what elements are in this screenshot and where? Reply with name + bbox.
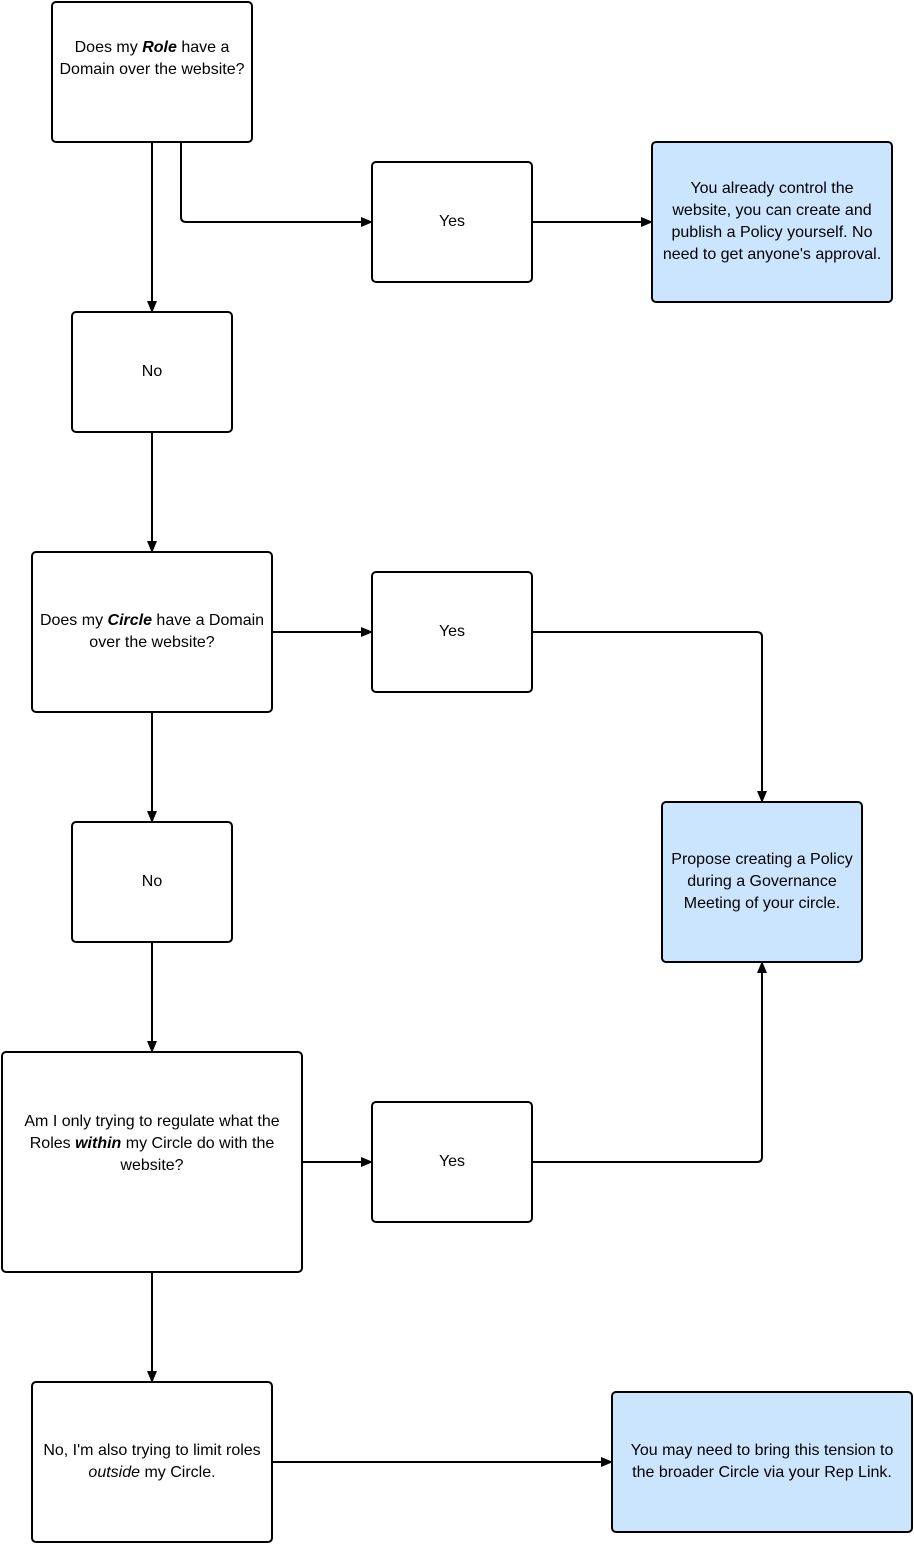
arrow-yes2-to-r2 [532,631,767,803]
answer-yes-circle: Yes [371,571,533,693]
answer-no-circle: No [71,821,233,943]
answer-no-role: No [71,311,233,433]
answer-limit-outside: No, I'm also trying to limit roles outsi… [31,1381,273,1543]
question-circle-domain: Does my Circle have a Domain over the we… [31,551,273,713]
result-broader-circle: You may need to bring this tension to th… [611,1391,913,1533]
answer-yes-role: Yes [371,161,533,283]
result-propose-policy: Propose creating a Policy during a Gover… [661,801,863,963]
question-regulate-within: Am I only trying to regulate what the Ro… [1,1051,303,1273]
question-role-domain: Does my Role have a Domain over the webs… [51,1,253,143]
arrow-yes3-to-r2 [532,961,767,1163]
arrow-q1-to-yes1 [180,142,373,227]
answer-yes-within: Yes [371,1101,533,1223]
result-control-website: You already control the website, you can… [651,141,893,303]
